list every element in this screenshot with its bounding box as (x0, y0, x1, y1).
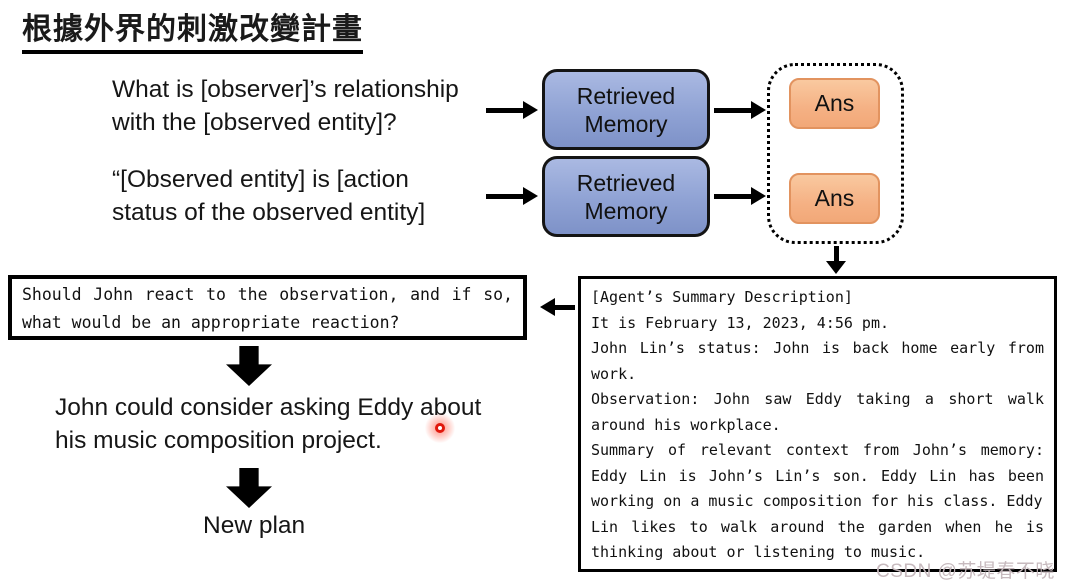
arrow-memory1-to-ans1-icon (714, 101, 766, 119)
arrow-head (751, 101, 766, 119)
summary-line: Eddy Lin is John’s Lin’s son. Eddy Lin h… (591, 466, 1044, 485)
arrow-head (523, 187, 538, 205)
summary-line: John Lin’s status: John is back home ear… (591, 339, 1044, 357)
arrow-ansgroup-to-summary-icon (826, 246, 846, 274)
new-plan-label: New plan (203, 512, 306, 539)
arrow-summary-to-question-icon (540, 298, 575, 316)
answers-dotted-group (767, 63, 904, 244)
slide-title: 根據外界的刺激改變計畫 (22, 4, 363, 54)
arrow-shaft (553, 304, 575, 310)
ans-box-2: Ans (789, 173, 880, 224)
summary-line: [Agent’s Summary Description] (591, 288, 853, 306)
reaction-question-line2: what would be an appropriate reaction? (22, 313, 400, 332)
arrow-memory2-to-ans2-icon (714, 187, 766, 205)
arrow-shaft (833, 246, 839, 263)
prompt-question-status-line2: status of the observed entity] (112, 199, 426, 226)
summary-line: Observation: John saw Eddy taking a shor… (591, 390, 1044, 408)
summary-line: work. (591, 364, 637, 383)
ans-box-1: Ans (789, 78, 880, 129)
arrow-shaft (486, 193, 525, 199)
conclusion-text: John could consider asking Eddy about hi… (55, 391, 481, 457)
reaction-question-box: Should John react to the observation, an… (8, 275, 527, 340)
prompt-question-status-line1: “[Observed entity] is [action (112, 166, 409, 193)
summary-line: Lin likes to walk around the garden when… (591, 517, 1044, 536)
summary-line: around his workplace. (591, 415, 781, 434)
agent-summary-box: [Agent’s Summary Description] It is Febr… (578, 276, 1057, 572)
block-arrow-down-icon-2 (226, 468, 272, 508)
retrieved-memory-box-2: Retrieved Memory (542, 156, 710, 237)
reaction-question-line1: Should John react to the observation, an… (22, 285, 513, 304)
prompt-question-relationship-line1: What is [observer]’s relationship (112, 76, 459, 103)
ans-label-2: Ans (814, 185, 855, 211)
conclusion-line2: his music composition project. (55, 427, 382, 454)
arrow-shaft (714, 193, 753, 199)
ans-label-1: Ans (814, 90, 855, 116)
prompt-question-relationship: What is [observer]’s relationship with t… (112, 73, 459, 139)
arrow-head (523, 101, 538, 119)
retrieved-memory-label-2: Retrieved Memory (576, 169, 676, 224)
retrieved-memory-box-1: Retrieved Memory (542, 69, 710, 150)
watermark: CSDN @苏堤春不晓 (876, 561, 1055, 582)
arrow-head (826, 261, 846, 274)
arrow-q1-to-memory1-icon (486, 101, 538, 119)
prompt-question-status: “[Observed entity] is [action status of … (112, 163, 425, 229)
block-arrow-down-icon-1 (226, 346, 272, 386)
summary-line: thinking about or listening to music. (591, 543, 926, 561)
summary-line: working on a music composition for his c… (591, 492, 1043, 510)
prompt-question-relationship-line2: with the [observed entity]? (112, 109, 397, 136)
retrieved-memory-label-1: Retrieved Memory (576, 82, 676, 137)
arrow-head (540, 298, 555, 316)
arrow-head (751, 187, 766, 205)
arrow-shaft (714, 107, 753, 113)
arrow-shaft (486, 107, 525, 113)
summary-line: Summary of relevant context from John’s … (591, 441, 1044, 459)
arrow-q2-to-memory2-icon (486, 187, 538, 205)
summary-line: It is February 13, 2023, 4:56 pm. (591, 313, 890, 332)
conclusion-line1: John could consider asking Eddy about (55, 394, 482, 421)
